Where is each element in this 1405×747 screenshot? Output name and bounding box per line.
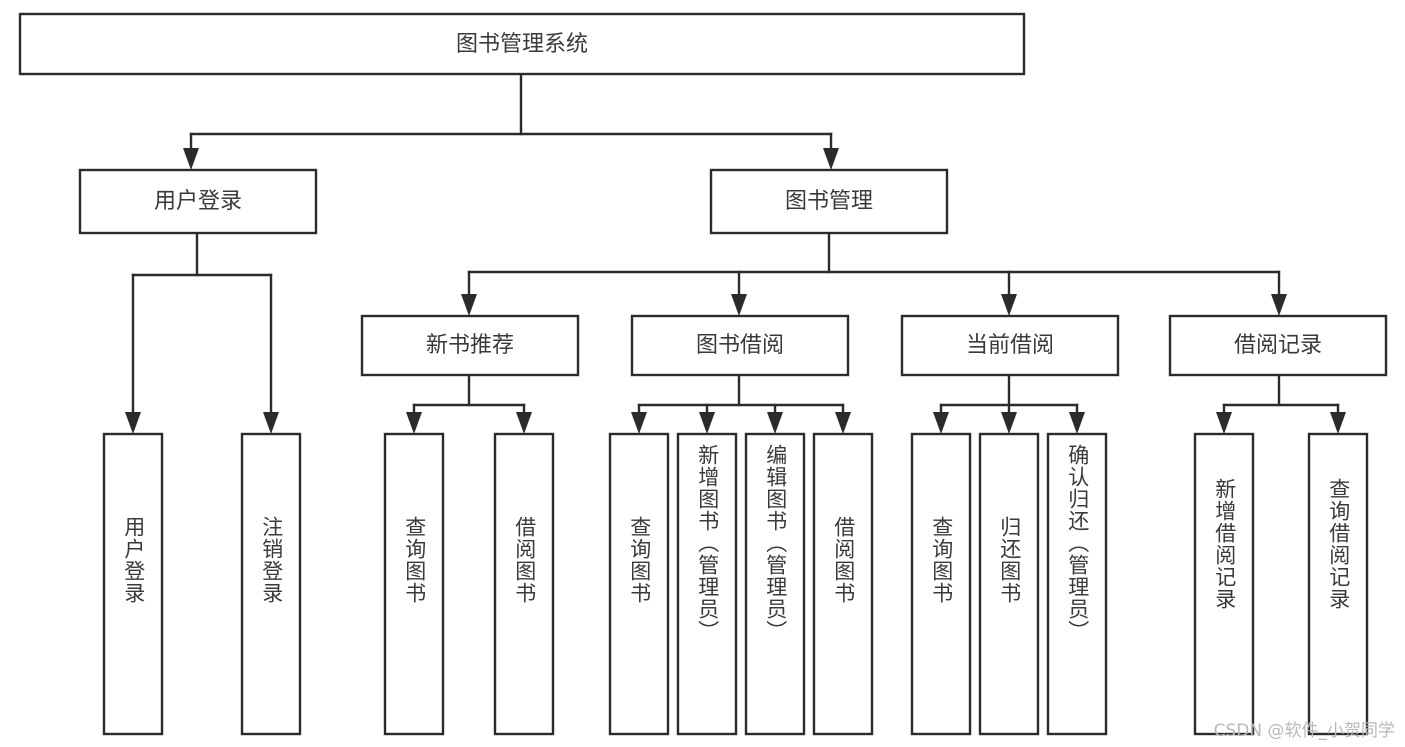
node-leaf-borrow-book-2-box[interactable] bbox=[812, 432, 874, 736]
arrow-to-leaf-edit-book bbox=[767, 412, 783, 434]
node-leaf-return-book-box[interactable] bbox=[978, 432, 1040, 736]
node-leaf-query-book-3-box[interactable] bbox=[910, 432, 972, 736]
node-book-manage-box[interactable] bbox=[709, 168, 949, 235]
node-root-box[interactable] bbox=[18, 12, 1026, 76]
arrow-to-user-login bbox=[183, 148, 199, 170]
node-book-borrow-box[interactable] bbox=[630, 314, 850, 377]
node-book-borrow-label: 图书借阅 bbox=[696, 333, 784, 358]
arrow-to-current-borrow bbox=[1001, 294, 1017, 316]
node-leaf-borrow-book-1-box[interactable] bbox=[493, 432, 555, 736]
arrow-to-leaf-return-book bbox=[1001, 412, 1017, 434]
node-borrow-record-box[interactable] bbox=[1168, 314, 1388, 377]
arrow-to-borrow-record bbox=[1271, 294, 1287, 316]
node-current-borrow[interactable]: 当前借阅 bbox=[900, 314, 1120, 377]
arrow-to-leaf-query-book-1 bbox=[406, 412, 422, 434]
arrow-to-leaf-borrow-book-1 bbox=[516, 412, 532, 434]
arrow-to-book-manage bbox=[823, 148, 839, 170]
node-borrow-record[interactable]: 借阅记录 bbox=[1168, 314, 1388, 377]
node-book-borrow[interactable]: 图书借阅 bbox=[630, 314, 850, 377]
arrow-to-leaf-add-book bbox=[699, 412, 715, 434]
arrow-to-leaf-user-logout bbox=[263, 412, 279, 434]
node-user-login-label: 用户登录 bbox=[154, 189, 242, 214]
edges-layer bbox=[125, 72, 1346, 434]
node-leaf-user-login-box[interactable] bbox=[102, 432, 164, 736]
arrow-to-leaf-add-record bbox=[1216, 412, 1232, 434]
node-leaf-query-book-1-box[interactable] bbox=[383, 432, 445, 736]
node-leaf-query-record-box[interactable] bbox=[1307, 432, 1369, 736]
nodes-layer: 图书管理系统 用户登录 图书管理 新书推荐 图书借阅 bbox=[18, 12, 1388, 736]
node-user-login-box[interactable] bbox=[78, 168, 318, 235]
node-new-book-recommend[interactable]: 新书推荐 bbox=[360, 314, 580, 377]
arrow-to-leaf-query-book-2 bbox=[631, 412, 647, 434]
node-leaf-confirm-return-box[interactable] bbox=[1046, 432, 1108, 736]
arrow-to-leaf-query-book-3 bbox=[933, 412, 949, 434]
node-leaf-edit-book-box[interactable] bbox=[744, 432, 806, 736]
node-current-borrow-label: 当前借阅 bbox=[966, 333, 1054, 358]
node-leaf-add-book-box[interactable] bbox=[676, 432, 738, 736]
node-root-label: 图书管理系统 bbox=[456, 32, 588, 57]
node-new-book-recommend-label: 新书推荐 bbox=[426, 333, 514, 358]
arrow-to-book-borrow bbox=[731, 294, 747, 316]
node-leaf-add-record-box[interactable] bbox=[1193, 432, 1255, 736]
arrow-to-new-book-recommend bbox=[461, 294, 477, 316]
node-book-manage[interactable]: 图书管理 bbox=[709, 168, 949, 235]
arrow-to-leaf-query-record bbox=[1330, 412, 1346, 434]
node-root[interactable]: 图书管理系统 bbox=[18, 12, 1026, 76]
arrow-to-leaf-user-login bbox=[125, 412, 141, 434]
node-user-login[interactable]: 用户登录 bbox=[78, 168, 318, 235]
arrow-to-leaf-borrow-book-2 bbox=[835, 412, 851, 434]
node-leaf-query-book-2-box[interactable] bbox=[608, 432, 670, 736]
node-borrow-record-label: 借阅记录 bbox=[1234, 333, 1322, 358]
node-book-manage-label: 图书管理 bbox=[785, 189, 873, 214]
arrow-to-leaf-confirm-return bbox=[1069, 412, 1085, 434]
node-leaf-user-logout-box[interactable] bbox=[240, 432, 302, 736]
node-current-borrow-box[interactable] bbox=[900, 314, 1120, 377]
node-new-book-recommend-box[interactable] bbox=[360, 314, 580, 377]
